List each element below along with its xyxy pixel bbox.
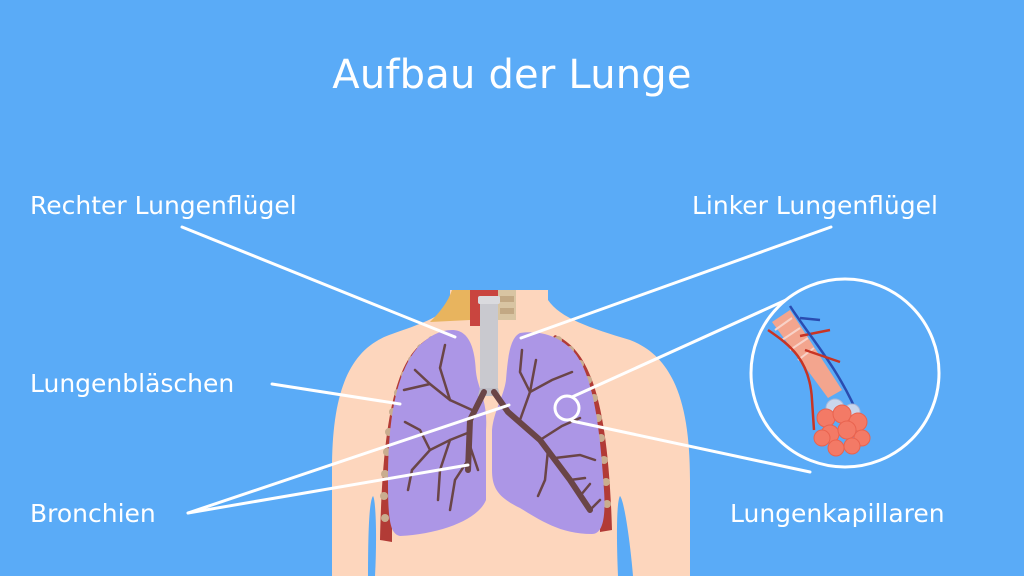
label-left-lung: Linker Lungenflügel xyxy=(692,191,938,220)
bronchi-leader-upper xyxy=(186,403,511,515)
right-lung xyxy=(388,330,487,536)
diagram-title: Aufbau der Lunge xyxy=(332,52,692,98)
left-lung xyxy=(492,332,605,534)
label-capillaries: Lungenkapillaren xyxy=(730,499,945,528)
label-right-lung: Rechter Lungenflügel xyxy=(30,191,297,220)
magnifier-source-circle xyxy=(553,394,581,422)
magnifier-leader-top xyxy=(570,298,788,399)
right-lung-leader xyxy=(180,225,457,339)
label-bronchi: Bronchien xyxy=(30,499,156,528)
left-lung-leader xyxy=(519,225,833,340)
magnifier-leader-bottom xyxy=(570,419,812,474)
alveoli-leader xyxy=(270,382,402,406)
label-alveoli: Lungenbläschen xyxy=(30,369,235,398)
trachea xyxy=(478,296,500,396)
bronchi-leader-lower xyxy=(186,463,470,515)
magnified-alveoli xyxy=(749,277,941,469)
lungs xyxy=(388,330,605,536)
leader-lines xyxy=(180,225,833,515)
